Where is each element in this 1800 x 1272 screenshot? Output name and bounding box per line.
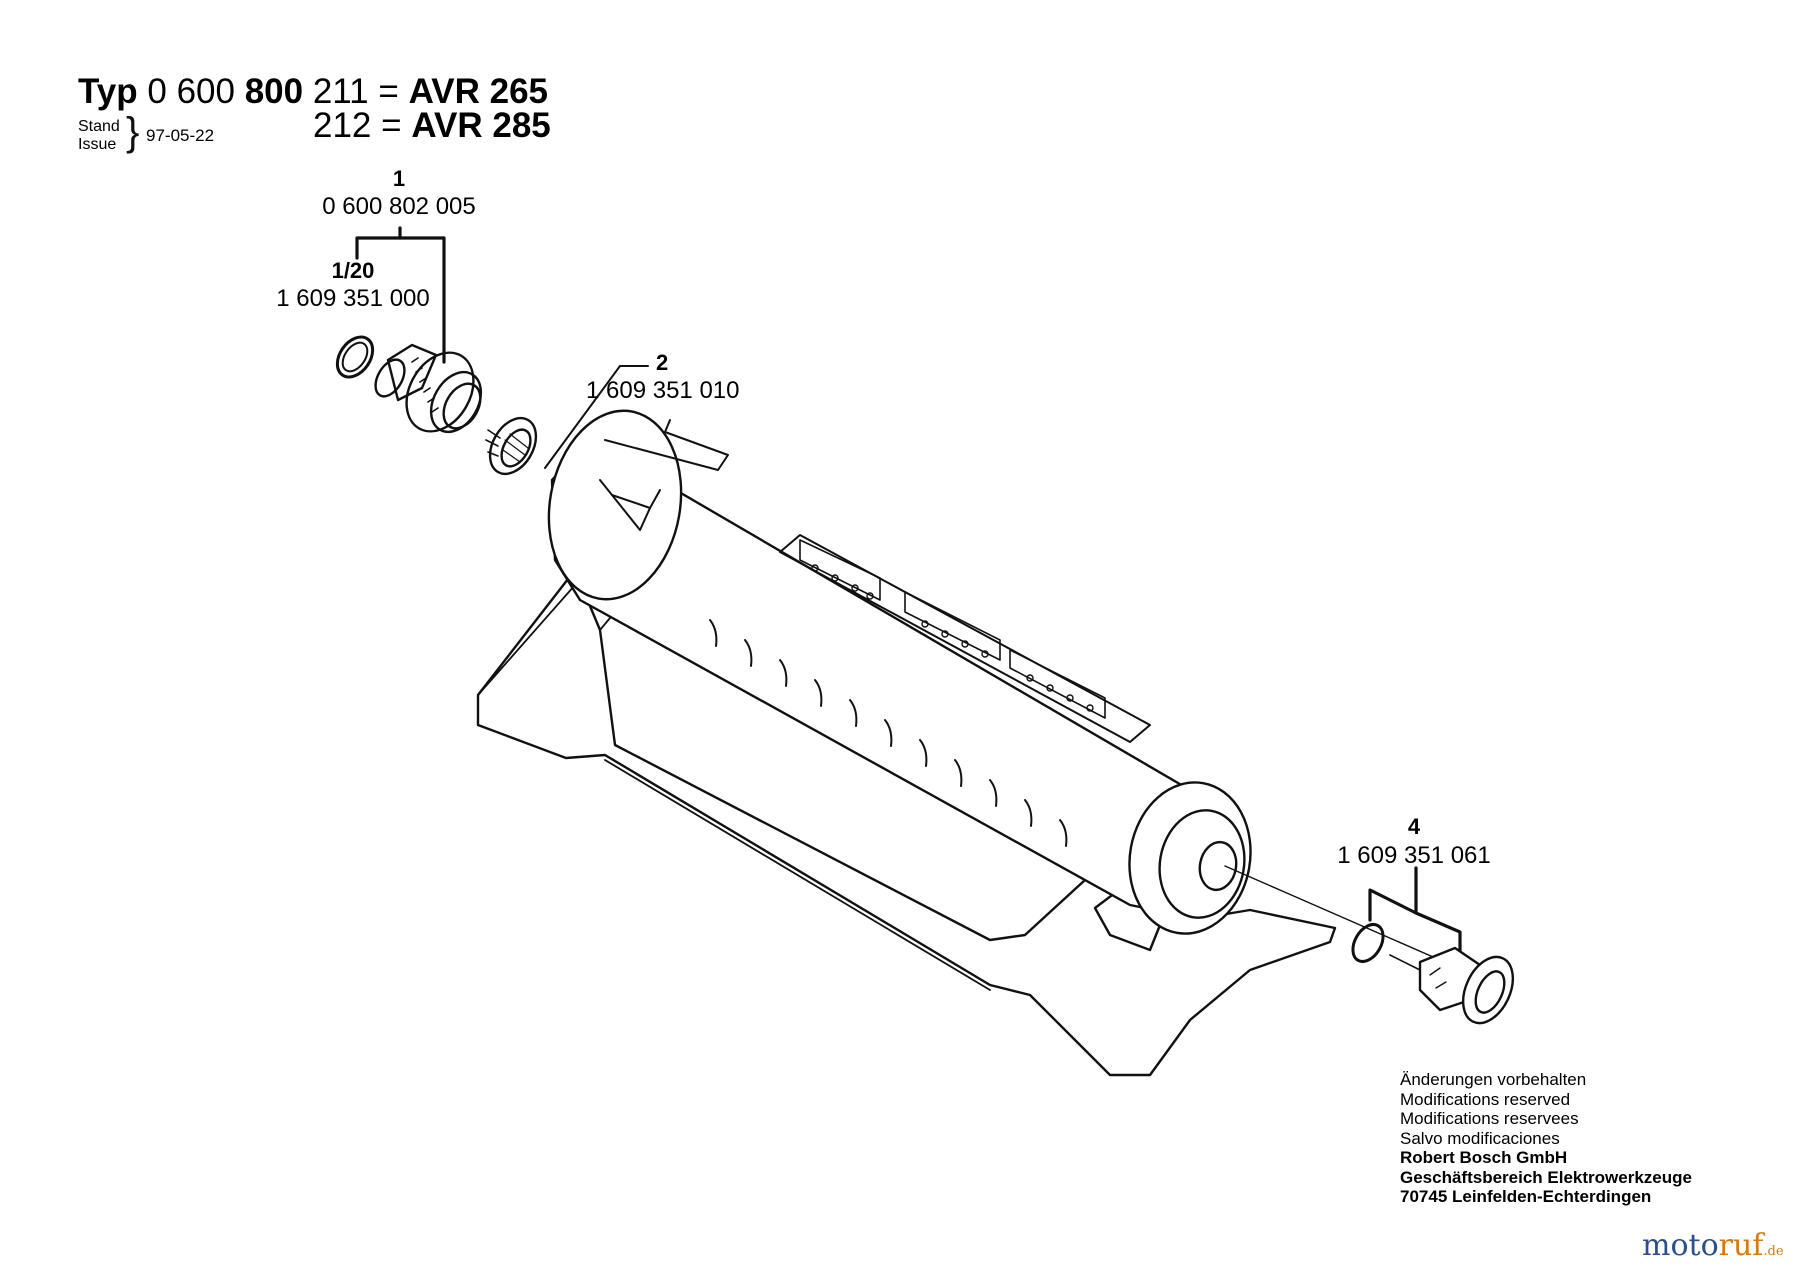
callout-4-part-number: 1 609 351 061 xyxy=(1337,842,1491,869)
company-address: 70745 Leinfelden-Echterdingen xyxy=(1400,1187,1652,1206)
variant-1-code: 211 xyxy=(312,72,369,111)
callout-leaders xyxy=(355,226,1462,967)
part-prefix-b: 800 xyxy=(244,72,304,111)
sprinkler-body xyxy=(476,409,1441,1077)
hose-connector-part-1 xyxy=(374,343,483,434)
callout-1-number: 1 xyxy=(392,166,406,191)
watermark-suffix: .de xyxy=(1763,1244,1784,1259)
callout-1-part-number: 0 600 802 005 xyxy=(322,193,476,220)
callout-2-number: 2 xyxy=(656,350,669,375)
watermark-logo: motoruf.de xyxy=(1642,1228,1784,1263)
filter-part-2 xyxy=(485,416,538,476)
typ-label: Typ xyxy=(78,72,138,111)
variant-2-code: 212 xyxy=(313,106,372,145)
issue-date: 97-05-22 xyxy=(146,126,215,145)
equals-sign-1: = xyxy=(378,72,399,111)
watermark-text-part-a: moto xyxy=(1642,1228,1719,1263)
stand-label: Stand xyxy=(78,118,120,135)
stand-brace: } xyxy=(126,110,140,154)
title-line-1: Typ 0 600 800 211 = AVR 265 xyxy=(78,74,548,110)
callout-1-20-number: 1/20 xyxy=(331,258,375,283)
end-cap-part-4 xyxy=(1351,923,1515,1025)
variant-1-model: AVR 265 xyxy=(408,72,548,111)
callout-2-part-number: 1 609 351 010 xyxy=(586,377,740,404)
callout-1-20-part-number: 1 609 351 000 xyxy=(276,285,430,312)
legal-notes: Änderungen vorbehalten Modifications res… xyxy=(1400,1070,1692,1207)
issue-label: Issue xyxy=(78,136,117,153)
watermark-text-part-b: ruf xyxy=(1718,1228,1764,1263)
o-ring-part-1-20 xyxy=(335,335,375,379)
stand-issue-block: Stand Issue xyxy=(78,118,120,154)
title-line-2: 212 = AVR 285 xyxy=(313,108,551,144)
note-line-en: Modifications reserved xyxy=(1400,1089,1571,1109)
part-prefix-a: 0 600 xyxy=(147,72,235,111)
note-line-de: Änderungen vorbehalten xyxy=(1400,1070,1587,1089)
note-line-fr: Modifications reservees xyxy=(1400,1109,1579,1128)
watermark-text: motoruf xyxy=(1642,1228,1763,1263)
company-name: Robert Bosch GmbH xyxy=(1400,1148,1568,1167)
company-division: Geschäftsbereich Elektrowerkzeuge xyxy=(1400,1167,1692,1187)
callout-4-number: 4 xyxy=(1407,814,1421,839)
variant-2-model: AVR 285 xyxy=(411,106,551,145)
equals-sign-2: = xyxy=(381,106,402,145)
note-line-es: Salvo modificaciones xyxy=(1400,1128,1560,1148)
